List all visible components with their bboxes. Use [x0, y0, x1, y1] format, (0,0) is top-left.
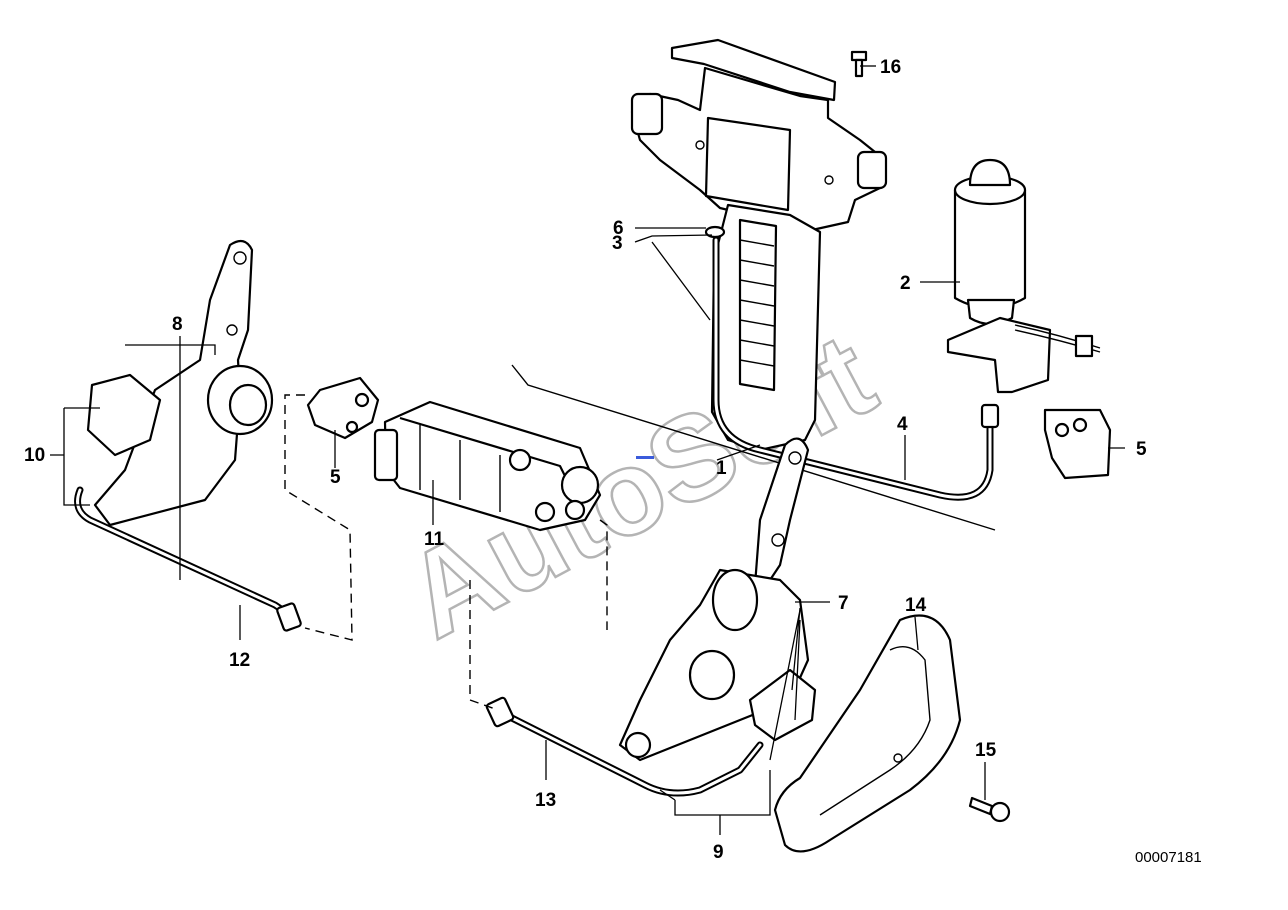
callout-9: 9 — [713, 842, 724, 863]
callout-13: 13 — [535, 790, 556, 811]
callout-6: 6 — [613, 218, 624, 239]
callout-16: 16 — [880, 57, 901, 78]
callout-10: 10 — [24, 445, 45, 466]
center-mark — [636, 456, 654, 459]
callout-5-left: 5 — [330, 467, 341, 488]
callout-11: 11 — [424, 529, 445, 550]
gear-assembly-part-7 — [618, 437, 817, 762]
callout-5-right: 5 — [1136, 439, 1147, 460]
cable-part-13 — [485, 696, 764, 797]
callout-15: 15 — [975, 740, 997, 761]
callout-8: 8 — [172, 314, 183, 335]
gear-rack — [710, 203, 822, 452]
callout-7: 7 — [838, 593, 849, 614]
callout-14: 14 — [905, 595, 927, 616]
drive-bracket-part-8 — [86, 239, 274, 527]
callout-2: 2 — [900, 273, 911, 294]
callout-3: 3 — [612, 233, 623, 254]
screw-part-15 — [968, 796, 1011, 823]
clip-part-5-left — [306, 376, 380, 440]
cable-part-4 — [712, 236, 1000, 501]
callout-labels: 1 2 3 4 5 5 6 7 8 9 10 11 12 13 14 15 16 — [24, 57, 1147, 863]
reference-number: 00007181 — [1135, 849, 1202, 866]
seat-bracket-plate — [630, 38, 888, 232]
callout-1: 1 — [716, 458, 727, 479]
rail-reference-line — [511, 364, 996, 531]
dashed-link-lower — [469, 580, 499, 711]
clip-part-5-right — [1043, 408, 1112, 480]
motor-part-2 — [946, 158, 1101, 394]
cable-part-12 — [74, 486, 302, 632]
callout-4: 4 — [897, 414, 908, 435]
leader-lines — [50, 65, 1125, 835]
motor-part-11 — [373, 400, 602, 532]
cover-part-14 — [773, 614, 962, 853]
screw-part-16 — [850, 50, 868, 78]
dashed-link-middle — [599, 519, 608, 630]
callout-12: 12 — [229, 650, 250, 671]
dashed-link-left — [284, 394, 353, 641]
